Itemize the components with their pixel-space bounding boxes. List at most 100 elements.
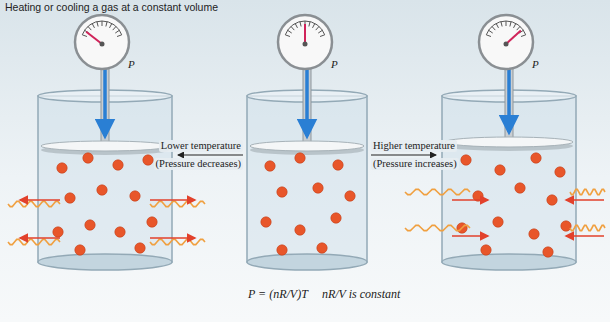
cylinder-base xyxy=(442,254,576,270)
gas-molecule xyxy=(317,243,327,253)
arrow-label: (Pressure increases) xyxy=(371,158,459,170)
heat-arrow xyxy=(566,235,604,237)
gauge-rim xyxy=(75,15,129,69)
pressure-symbol: P xyxy=(331,58,338,70)
gas-molecule xyxy=(261,217,271,227)
gauge-pivot xyxy=(100,42,105,47)
pressure-gauge: P xyxy=(275,12,335,72)
heat-wave xyxy=(405,189,470,194)
gas-molecule xyxy=(515,183,525,193)
gas-molecule xyxy=(313,183,323,193)
force-arrow xyxy=(103,66,107,136)
heat-wave xyxy=(8,239,60,244)
gas-molecule xyxy=(265,161,275,171)
gauge-rim xyxy=(278,15,332,69)
gas-molecule xyxy=(295,153,305,163)
equation-note: nR/V is constant xyxy=(322,287,400,302)
gauge-tick xyxy=(521,35,526,37)
gas-molecule xyxy=(333,160,343,170)
heat-wave xyxy=(570,189,605,194)
gauge-tick xyxy=(517,26,520,30)
gauge-tick xyxy=(110,23,112,27)
gauge-tick xyxy=(115,30,119,33)
gauge-needle xyxy=(304,24,306,44)
heat-wave xyxy=(570,225,605,230)
gauge-tick xyxy=(300,22,301,27)
gas-molecule xyxy=(555,167,565,177)
gauge-tick xyxy=(506,21,507,26)
gas-molecule xyxy=(331,213,341,223)
title: Heating or cooling a gas at a constant v… xyxy=(5,1,218,14)
gas-molecule xyxy=(53,227,63,237)
gauge-rim xyxy=(479,15,533,69)
gauge-tick xyxy=(309,22,310,27)
gauge-tick xyxy=(492,26,495,30)
force-arrow xyxy=(507,66,511,132)
gas-molecule xyxy=(147,217,157,227)
gas-molecule xyxy=(115,227,125,237)
heat-arrow xyxy=(452,235,488,237)
pressure-gauge: P xyxy=(72,12,132,72)
gauge-face xyxy=(72,12,132,72)
force-arrow xyxy=(305,66,309,136)
gas-molecule xyxy=(75,245,85,255)
arrow-label: Lower temperature xyxy=(159,140,243,152)
cylinder-base xyxy=(38,254,172,270)
heat-arrow xyxy=(20,199,60,201)
gas-molecule xyxy=(461,155,471,165)
pressure-gauge: P xyxy=(476,12,536,72)
gas-molecule xyxy=(277,187,287,197)
piston xyxy=(250,141,364,151)
gas-molecule xyxy=(57,163,67,173)
heat-wave xyxy=(405,225,470,230)
gas-molecule xyxy=(143,155,153,165)
heat-arrow xyxy=(150,237,195,239)
gauge-tick xyxy=(501,22,502,27)
gauge-tick xyxy=(285,35,290,37)
direction-arrow xyxy=(178,154,243,155)
gauge-tick xyxy=(318,30,322,33)
gauge-tick xyxy=(320,35,325,37)
gas-molecule xyxy=(495,165,505,175)
equation: P = (nR/V)T xyxy=(248,287,308,302)
heat-wave xyxy=(150,239,205,244)
gauge-tick xyxy=(291,26,294,30)
gas-molecule xyxy=(113,160,123,170)
gauge-tick xyxy=(117,35,122,37)
piston-rod xyxy=(303,64,311,146)
gauge-tick xyxy=(316,26,319,30)
gas-molecule xyxy=(531,153,541,163)
gas-molecule xyxy=(97,185,107,195)
gas-molecule xyxy=(547,195,557,205)
gauge-tick xyxy=(514,23,516,27)
heat-arrow xyxy=(20,237,60,239)
gauge-tick xyxy=(102,21,103,26)
piston xyxy=(445,137,573,147)
gas-molecule xyxy=(135,243,145,253)
gas-molecule xyxy=(493,217,503,227)
gas-molecule xyxy=(85,220,95,230)
pressure-symbol: P xyxy=(532,58,539,70)
gauge-tick xyxy=(486,35,491,37)
gas-molecule xyxy=(543,247,553,257)
gauge-tick xyxy=(313,23,315,27)
piston xyxy=(41,141,169,151)
gas-molecule xyxy=(529,229,539,239)
gas-molecule xyxy=(130,191,140,201)
gauge-tick xyxy=(92,23,94,27)
heat-arrow xyxy=(150,199,195,201)
direction-arrow xyxy=(371,154,436,155)
heat-arrow xyxy=(566,199,604,201)
gas-molecule xyxy=(65,193,75,203)
gas-molecule xyxy=(295,225,305,235)
gas-molecule xyxy=(561,221,571,231)
gauge-pivot xyxy=(504,42,509,47)
gauge-tick xyxy=(288,30,292,33)
gauge-face xyxy=(275,12,335,72)
piston-rod xyxy=(505,64,513,142)
heat-arrow xyxy=(452,199,488,201)
gauge-tick xyxy=(88,26,91,30)
gauge-tick xyxy=(489,30,493,33)
gas-molecule xyxy=(83,153,93,163)
gauge-needle xyxy=(86,32,102,44)
